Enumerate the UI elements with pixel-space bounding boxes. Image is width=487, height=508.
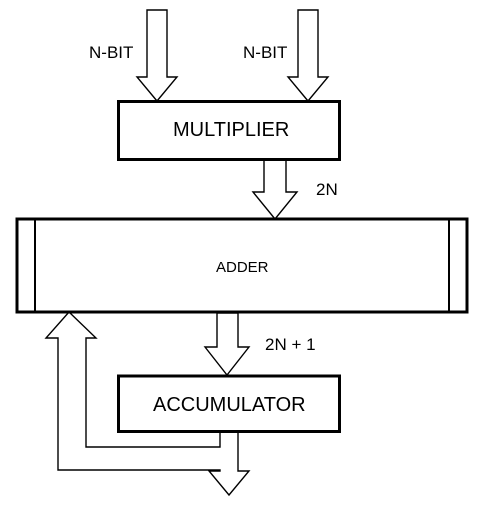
- multiplier-block: [117, 100, 341, 161]
- input-a-label: N-BIT: [89, 43, 134, 62]
- accumulator-block: [117, 374, 341, 433]
- adder-block: [15, 217, 469, 314]
- input-a-arrow: [135, 9, 179, 103]
- input-b-label: N-BIT: [243, 43, 288, 62]
- input-b-arrow: [286, 9, 330, 103]
- adder-to-accumulator-arrow: [203, 312, 251, 377]
- feedback-loop-arrow: [44, 310, 251, 497]
- adder-output-width-label: 2N + 1: [265, 335, 316, 354]
- multiplier-label: MULTIPLIER: [173, 119, 290, 141]
- multiplier-to-adder-arrow: [251, 159, 299, 221]
- adder-label: ADDER: [216, 259, 269, 276]
- multiplier-output-width-label: 2N: [316, 180, 338, 199]
- accumulator-label: ACCUMULATOR: [153, 394, 306, 416]
